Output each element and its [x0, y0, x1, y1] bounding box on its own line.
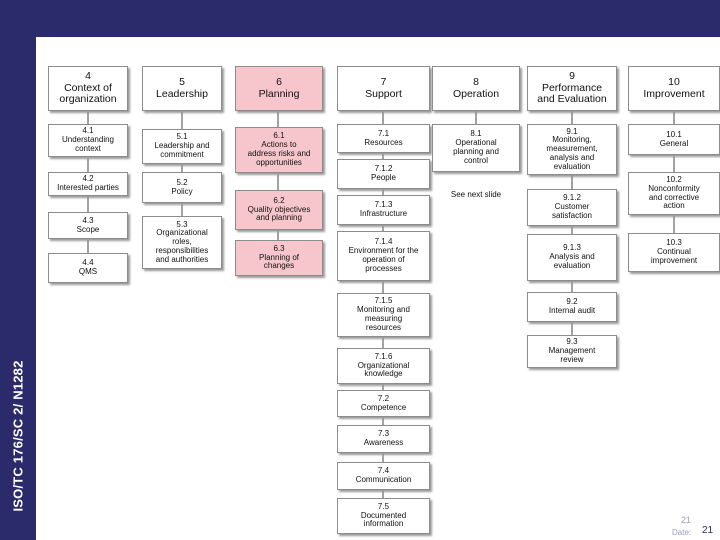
top-header-bar: [0, 0, 720, 37]
left-sidebar-bar: ISO/TC 176/SC 2/ N1282: [0, 0, 36, 540]
clause-8-1-box: 8.1 Operational planning and control: [432, 124, 520, 172]
clause-9-3-box: 9.3 Management review: [527, 335, 617, 368]
clause-10-3-box: 10.3 Continual improvement: [628, 233, 720, 272]
clause-7-1-2-box: 7.1.2 People: [337, 159, 430, 189]
page-number-small: 21: [681, 515, 692, 525]
clause-6-header: 6 Planning: [235, 66, 323, 111]
see-next-slide-note: See next slide: [450, 190, 502, 199]
clause-7-3-box: 7.3 Awareness: [337, 425, 430, 453]
date-label: Date:: [672, 528, 692, 537]
clause-9-2-box: 9.2 Internal audit: [527, 292, 617, 322]
clause-7-header: 7 Support: [337, 66, 430, 111]
clause-7-1-4-box: 7.1.4 Environment for the operation of p…: [337, 231, 430, 281]
clause-4-2-box: 4.2 Interested parties: [48, 172, 128, 196]
clause-7-1-6-box: 7.1.6 Organizational knowledge: [337, 348, 430, 384]
clause-4-header: 4 Context of organization: [48, 66, 128, 111]
clause-8-header: 8 Operation: [432, 66, 520, 111]
clause-5-1-box: 5.1 Leadership and commitment: [142, 129, 222, 164]
clause-9-1-3-box: 9.1.3 Analysis and evaluation: [527, 234, 617, 281]
clause-7-1-box: 7.1 Resources: [337, 124, 430, 153]
clause-5-3-box: 5.3 Organizational roles, responsibiliti…: [142, 216, 222, 269]
clause-5-header: 5 Leadership: [142, 66, 222, 111]
clause-7-1-5-box: 7.1.5 Monitoring and measuring resources: [337, 293, 430, 337]
clause-10-2-box: 10.2 Nonconformity and corrective action: [628, 172, 720, 215]
clause-6-1-box: 6.1 Actions to address risks and opportu…: [235, 127, 323, 173]
clause-6-2-box: 6.2 Quality objectives and planning: [235, 190, 323, 230]
clause-5-2-box: 5.2 Policy: [142, 172, 222, 203]
clause-7-5-box: 7.5 Documented information: [337, 498, 430, 534]
clause-6-3-box: 6.3 Planning of changes: [235, 240, 323, 276]
clause-7-4-box: 7.4 Communication: [337, 462, 430, 490]
clause-10-1-box: 10.1 General: [628, 124, 720, 155]
clause-4-1-box: 4.1 Understanding context: [48, 124, 128, 157]
clause-7-1-3-box: 7.1.3 Infrastructure: [337, 195, 430, 225]
clause-9-1-2-box: 9.1.2 Customer satisfaction: [527, 189, 617, 226]
clause-9-header: 9 Performance and Evaluation: [527, 66, 617, 111]
page-number: 21: [702, 525, 714, 536]
clause-10-header: 10 Improvement: [628, 66, 720, 111]
clause-4-3-box: 4.3 Scope: [48, 212, 128, 239]
clause-4-4-box: 4.4 QMS: [48, 253, 128, 283]
clause-7-2-box: 7.2 Competence: [337, 390, 430, 417]
clause-9-1-box: 9.1 Monitoring, measurement, analysis an…: [527, 124, 617, 175]
